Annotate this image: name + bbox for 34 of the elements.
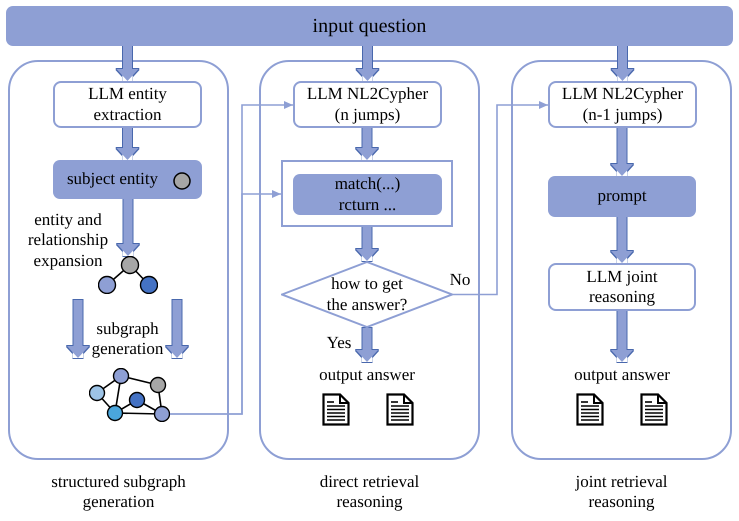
block-arrow (611, 128, 633, 176)
connector-arrow (170, 190, 281, 415)
stage-title: joint retrieval reasoning (574, 472, 669, 513)
block-arrow (611, 217, 633, 263)
stage-title: direct retrieval reasoning (318, 472, 420, 513)
block-arrow (612, 46, 634, 81)
process-box: LLM entity extraction (53, 81, 202, 128)
edge-label: subgraph generation (90, 319, 164, 360)
process-box: LLM NL2Cypher (n-1 jumps) (548, 81, 697, 128)
block-arrow (356, 227, 378, 261)
block-arrow (356, 128, 378, 160)
edge-label: Yes (326, 333, 352, 354)
highlighted-box: prompt (548, 176, 696, 217)
block-arrow (116, 128, 138, 160)
connector-arrow (453, 101, 548, 296)
network-graph-drawing (89, 368, 170, 422)
block-arrow (356, 328, 378, 362)
edge-label: entity and relationship expansion (26, 210, 110, 272)
highlighted-box: match(...) rcturn ... (293, 174, 442, 215)
block-arrow (67, 300, 89, 358)
block-arrow (166, 300, 188, 358)
block-arrow (611, 311, 633, 362)
input-banner: input question (6, 6, 733, 46)
block-arrow (116, 46, 138, 81)
process-box: LLM joint reasoning (548, 263, 696, 311)
stage-title: structured subgraph generation (50, 472, 187, 513)
block-arrow (117, 199, 139, 256)
output-label: output answer (312, 362, 422, 388)
output-label: output answer (567, 362, 677, 388)
highlighted-box (53, 160, 202, 199)
process-box: LLM NL2Cypher (n jumps) (293, 81, 442, 128)
box-label: subject entity (66, 169, 158, 190)
query-frame (281, 160, 453, 227)
block-arrow (356, 46, 378, 81)
